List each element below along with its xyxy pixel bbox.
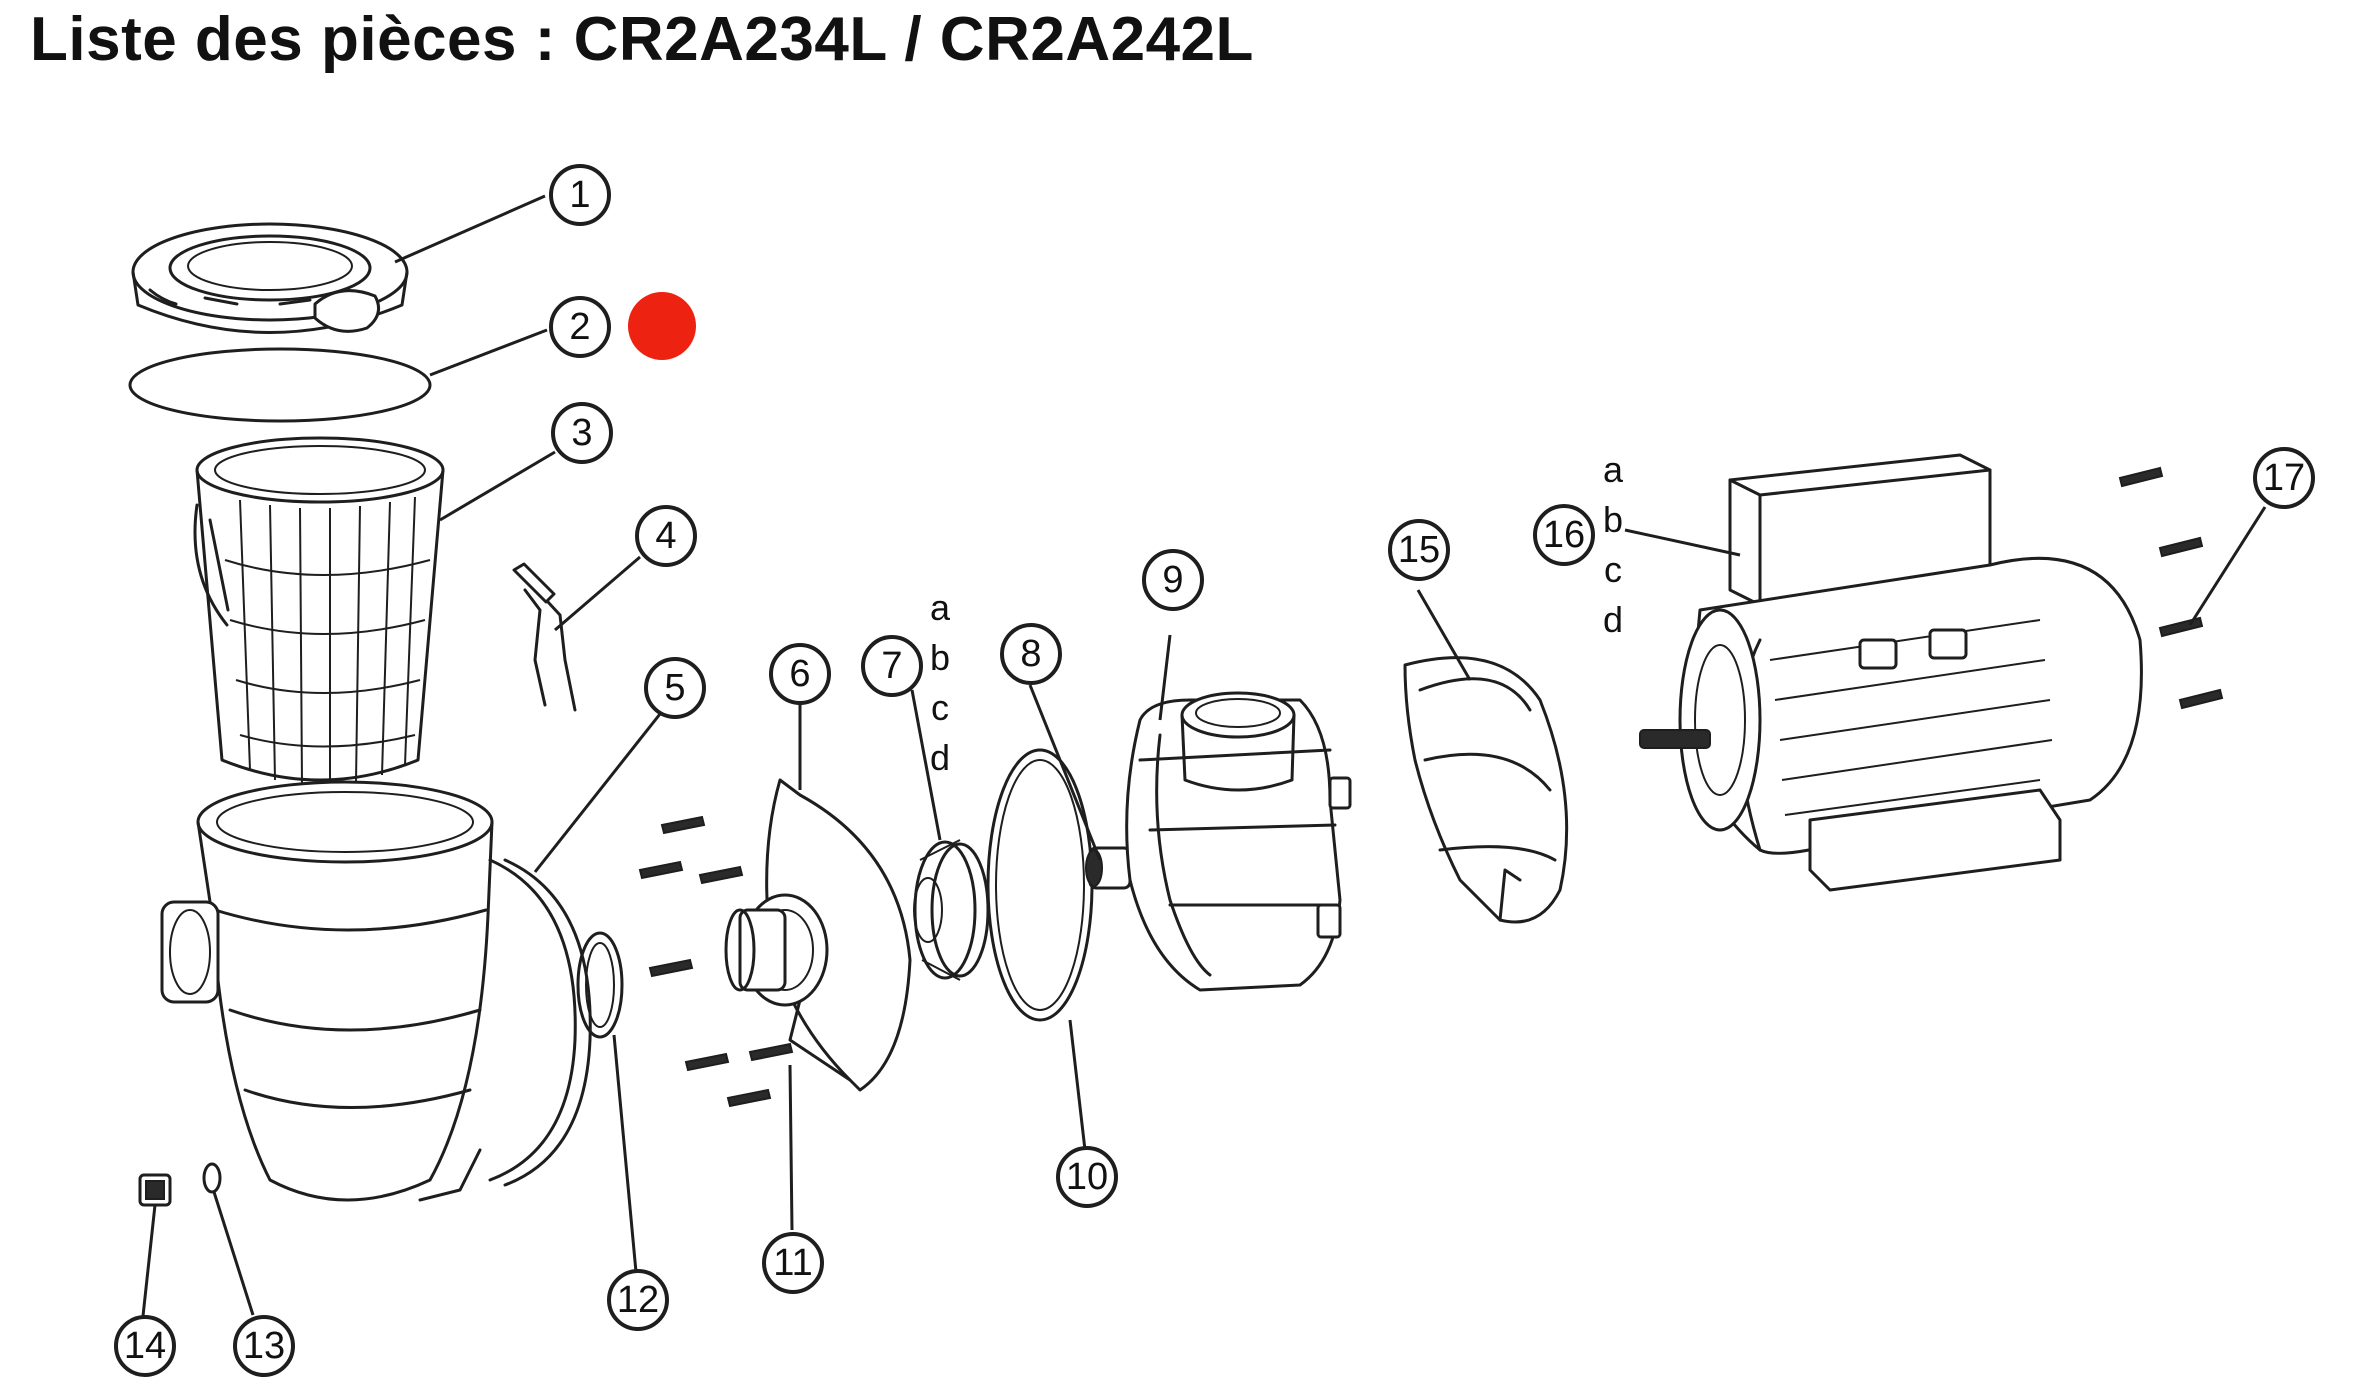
- callout-13: 13: [233, 1315, 295, 1377]
- leader-10: [1068, 1019, 1087, 1151]
- part-drain-seal: [202, 1162, 222, 1194]
- part-volute: [1125, 691, 1352, 992]
- callout-1: 1: [549, 164, 611, 226]
- leader-3: [439, 450, 556, 522]
- variant-7-d: d: [930, 737, 950, 778]
- callout-12-label: 12: [617, 1279, 659, 1321]
- leader-12: [612, 1034, 638, 1273]
- callout-5: 5: [644, 657, 706, 719]
- part-screws: [638, 815, 794, 1108]
- part-drain-plug: [138, 1173, 172, 1207]
- callout-10: 10: [1056, 1146, 1118, 1208]
- callout-5-label: 5: [664, 667, 685, 709]
- leader-17: [2188, 506, 2267, 626]
- part-shroud: [1403, 656, 1569, 924]
- callout-1-label: 1: [569, 174, 590, 216]
- part-shaft-seal: [1085, 846, 1132, 890]
- part-lid: [131, 222, 409, 334]
- callout-17-label: 17: [2263, 457, 2305, 499]
- callout-15: 15: [1388, 519, 1450, 581]
- callout-2: 2: [549, 296, 611, 358]
- callout-13-label: 13: [243, 1325, 285, 1367]
- part-large-o-ring: [986, 748, 1094, 1022]
- part-lid-o-ring: [128, 347, 432, 423]
- leader-11: [788, 1064, 794, 1231]
- part-basket: [193, 436, 445, 786]
- callout-11-label: 11: [773, 1242, 812, 1284]
- callout-2-label: 2: [569, 306, 590, 348]
- part-motor-bolts: [2118, 466, 2224, 710]
- variant-7-b: b: [930, 637, 950, 678]
- callout-3-label: 3: [571, 412, 592, 454]
- leader-7: [910, 689, 942, 841]
- variant-7-c: c: [931, 687, 949, 728]
- part-16-variants: a b c d: [1603, 449, 1624, 640]
- callout-6-label: 6: [789, 653, 810, 695]
- leader-1: [394, 194, 546, 264]
- callout-14-label: 14: [124, 1325, 166, 1367]
- leader-2: [429, 328, 548, 377]
- leader-9: [1158, 634, 1172, 721]
- callout-14: 14: [114, 1315, 176, 1377]
- variant-16-d: d: [1603, 599, 1623, 640]
- variant-7-a: a: [930, 587, 951, 628]
- variant-16-b: b: [1603, 499, 1623, 540]
- leader-16: [1624, 528, 1741, 557]
- callout-15-label: 15: [1398, 529, 1440, 571]
- callout-7: 7: [861, 635, 923, 697]
- variant-16-a: a: [1603, 449, 1624, 490]
- callout-4-label: 4: [655, 515, 676, 557]
- callout-16: 16: [1533, 504, 1595, 566]
- leader-8: [1028, 684, 1102, 861]
- callout-8-label: 8: [1020, 633, 1041, 675]
- part-diffuser: [724, 778, 912, 1092]
- leader-13: [212, 1191, 255, 1316]
- callout-4: 4: [635, 505, 697, 567]
- page-title: Liste des pièces : CR2A234L / CR2A242L: [30, 5, 1254, 74]
- callout-12: 12: [607, 1269, 669, 1331]
- callout-9: 9: [1142, 549, 1204, 611]
- callout-11: 11: [762, 1232, 824, 1294]
- callout-16-label: 16: [1543, 514, 1585, 556]
- callout-17: 17: [2253, 447, 2315, 509]
- leader-4: [554, 555, 641, 632]
- callout-6: 6: [769, 643, 831, 705]
- variant-16-c: c: [1604, 549, 1622, 590]
- leader-15: [1416, 589, 1472, 681]
- highlight-dot: [628, 292, 696, 360]
- leader-5: [533, 713, 662, 873]
- part-motor: [1639, 453, 2143, 892]
- part-clip: [512, 562, 577, 712]
- callout-7-label: 7: [881, 645, 902, 687]
- callout-10-label: 10: [1066, 1156, 1108, 1198]
- callout-8: 8: [1000, 623, 1062, 685]
- callout-9-label: 9: [1162, 559, 1183, 601]
- part-pump-housing: [160, 780, 592, 1202]
- part-7-variants: a b c d: [930, 587, 951, 778]
- leader-14: [141, 1204, 157, 1317]
- part-impeller: [913, 839, 990, 981]
- part-small-o-ring: [576, 931, 624, 1039]
- callout-3: 3: [551, 402, 613, 464]
